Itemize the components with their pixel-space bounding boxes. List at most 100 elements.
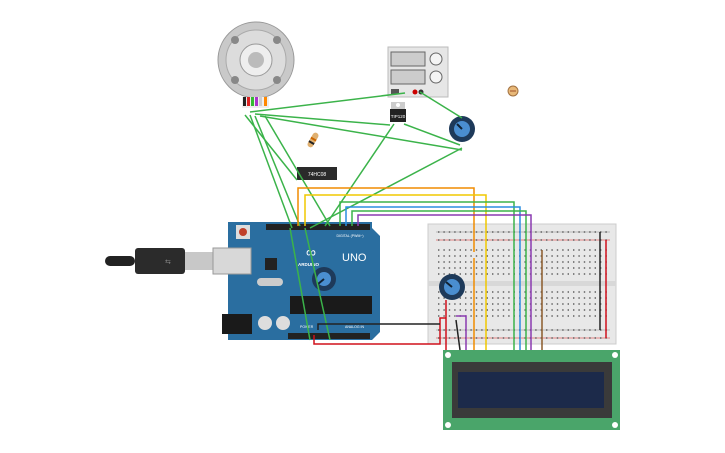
breadboard-hole	[556, 291, 559, 293]
resistor[interactable]	[306, 132, 319, 149]
potentiometer-2[interactable]	[312, 267, 336, 291]
potentiometer-3[interactable]	[439, 274, 465, 300]
breadboard-hole	[589, 249, 591, 251]
breadboard-hole	[448, 261, 451, 263]
breadboard-hole	[524, 261, 526, 263]
breadboard-hole	[438, 329, 440, 331]
breadboard-hole	[573, 249, 575, 251]
wires[interactable]	[244, 91, 607, 351]
breadboard-hole	[454, 255, 456, 257]
breadboard-hole	[535, 267, 537, 269]
breadboard-hole	[573, 239, 575, 241]
breadboard-hole	[567, 291, 569, 293]
breadboard-hole	[486, 303, 488, 305]
breadboard-hole	[459, 303, 461, 305]
breadboard-hole	[589, 255, 591, 257]
breadboard-hole	[551, 239, 553, 241]
breadboard-hole	[578, 309, 580, 311]
breadboard-hole	[589, 337, 591, 339]
breadboard-hole	[535, 255, 537, 257]
photoresistor[interactable]	[507, 85, 519, 97]
breadboard-hole	[546, 249, 548, 251]
breadboard-hole	[470, 303, 472, 305]
breadboard-hole	[567, 267, 569, 269]
breadboard-hole	[546, 297, 548, 299]
breadboard-hole	[492, 273, 494, 275]
breadboard-hole	[578, 315, 580, 317]
breadboard-hole	[594, 337, 596, 339]
breadboard-hole	[535, 337, 537, 339]
breadboard-hole	[470, 291, 472, 293]
breadboard-hole	[470, 337, 472, 339]
breadboard-hole	[497, 297, 499, 299]
breadboard-hole	[573, 297, 575, 299]
breadboard-hole	[443, 273, 445, 275]
breadboard-hole	[562, 249, 564, 251]
breadboard-hole	[486, 267, 488, 269]
breadboard-hole	[459, 261, 461, 263]
breadboard-hole	[556, 267, 559, 269]
breadboard-hole	[454, 249, 456, 251]
tip120-transistor[interactable]: TIP120	[390, 102, 406, 122]
breadboard-hole	[465, 303, 467, 305]
breadboard-hole	[589, 239, 591, 241]
power-supply[interactable]	[387, 46, 449, 98]
breadboard-hole	[454, 329, 456, 331]
breadboard-hole	[486, 297, 488, 299]
breadboard-hole	[459, 273, 461, 275]
breadboard-hole	[443, 261, 445, 263]
breadboard-hole	[524, 303, 526, 305]
breadboard-hole	[556, 309, 559, 311]
breadboard-hole	[475, 273, 478, 275]
breadboard-hole	[465, 231, 467, 233]
breadboard-hole	[492, 255, 494, 257]
breadboard-hole	[583, 255, 586, 257]
breadboard-hole	[470, 239, 472, 241]
breadboard-hole	[524, 267, 526, 269]
breadboard-hole	[443, 231, 445, 233]
breadboard-hole	[448, 329, 451, 331]
breadboard-hole	[459, 231, 461, 233]
encoder-motor[interactable]	[217, 21, 295, 108]
breadboard-hole	[497, 273, 499, 275]
breadboard-hole	[562, 273, 564, 275]
breadboard-hole	[567, 261, 569, 263]
breadboard-hole	[443, 249, 445, 251]
breadboard-hole	[535, 297, 537, 299]
ic-chip[interactable]: 74HC08	[297, 167, 337, 180]
breadboard-hole	[481, 337, 483, 339]
breadboard-hole	[481, 239, 483, 241]
breadboard-hole	[492, 261, 494, 263]
breadboard-hole	[573, 261, 575, 263]
lcd-display[interactable]	[443, 350, 620, 430]
breadboard-hole	[502, 261, 505, 263]
breadboard-hole	[589, 231, 591, 233]
breadboard-hole	[567, 231, 569, 233]
breadboard-hole	[448, 239, 451, 241]
breadboard-hole	[486, 329, 488, 331]
breadboard-hole	[448, 303, 451, 305]
breadboard-hole	[556, 249, 559, 251]
breadboard-hole	[492, 267, 494, 269]
breadboard-hole	[459, 249, 461, 251]
breadboard-hole	[481, 267, 483, 269]
breadboard-hole	[589, 309, 591, 311]
breadboard-hole	[589, 291, 591, 293]
breadboard-hole	[594, 261, 596, 263]
breadboard-hole	[508, 337, 510, 339]
potentiometer-1[interactable]	[449, 116, 475, 142]
breadboard-hole	[524, 239, 526, 241]
breadboard-hole	[578, 303, 580, 305]
breadboard-hole	[465, 291, 467, 293]
breadboard-hole	[540, 231, 542, 233]
breadboard-hole	[454, 303, 456, 305]
arduino-uno[interactable]: UNO ARDUINO DIGITAL (PWM~) POWER ANALOG …	[212, 222, 380, 340]
breadboard-hole	[492, 239, 494, 241]
breadboard-hole	[524, 315, 526, 317]
breadboard-hole	[583, 261, 586, 263]
breadboard-hole	[481, 273, 483, 275]
breadboard-hole	[594, 267, 596, 269]
usb-cable[interactable]: ⇆	[105, 248, 213, 274]
breadboard-hole	[583, 297, 586, 299]
